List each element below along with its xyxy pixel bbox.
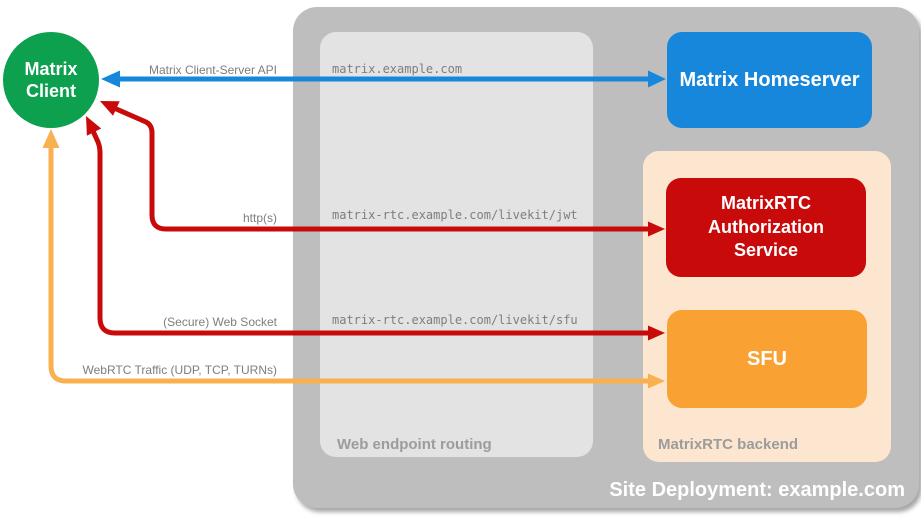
matrixrtc-backend-caption: MatrixRTC backend: [658, 436, 799, 453]
arrowhead-at-client: [86, 116, 102, 136]
matrixrtc-auth-service-label: MatrixRTC Authorization Service: [708, 193, 824, 261]
https-arrow-label: http(s): [242, 211, 277, 225]
sfu-label: SFU: [747, 347, 787, 370]
matrix-client-label: Matrix Client: [24, 58, 78, 102]
endpoint-matrix-rtc-livekit-jwt: matrix-rtc.example.com/livekit/jwt: [332, 208, 578, 222]
websocket-arrow-label: (Secure) Web Socket: [163, 315, 277, 329]
arrowhead-at-client: [100, 101, 120, 116]
matrixrtc-auth-service-node: MatrixRTC Authorization Service: [666, 178, 866, 277]
client-server-api-arrow-label: Matrix Client-Server API: [148, 63, 277, 77]
arrowhead-at-client: [42, 129, 60, 148]
matrix-client-node: Matrix Client: [3, 32, 99, 128]
sfu-node: SFU: [667, 310, 867, 408]
site-deployment-caption: Site Deployment: example.com: [609, 479, 905, 501]
endpoint-matrix-example-com: matrix.example.com: [332, 62, 463, 76]
webrtc-traffic-arrow-label: WebRTC Traffic (UDP, TCP, TURNs): [82, 363, 278, 377]
web-endpoint-routing-caption: Web endpoint routing: [337, 436, 492, 453]
web-endpoint-routing-container: [320, 32, 593, 457]
matrix-homeserver-node: Matrix Homeserver: [667, 32, 872, 128]
matrix-homeserver-label: Matrix Homeserver: [679, 68, 860, 91]
endpoint-matrix-rtc-livekit-sfu: matrix-rtc.example.com/livekit/sfu: [332, 313, 578, 327]
